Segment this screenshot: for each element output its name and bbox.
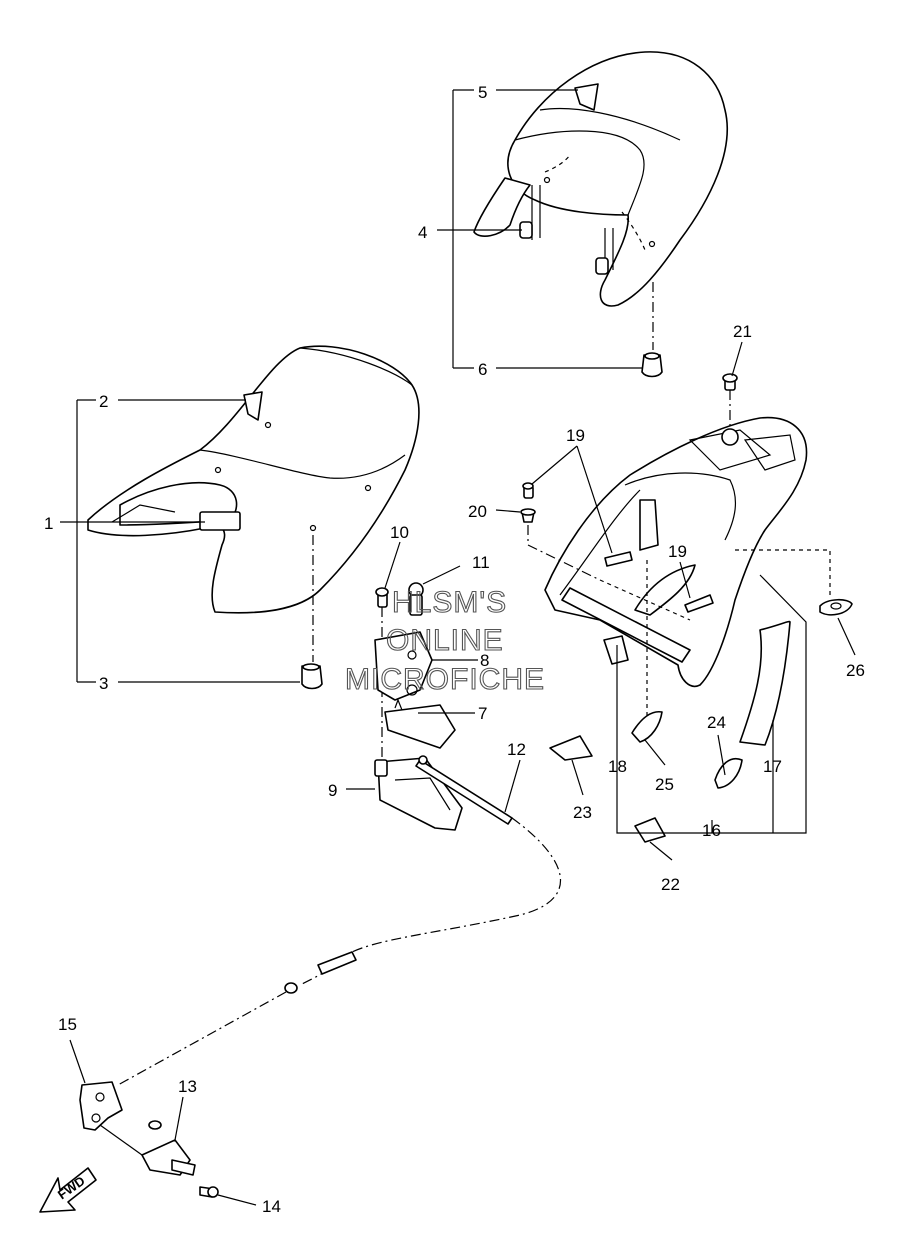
callout-18: 18 (608, 757, 627, 776)
callout-6: 6 (478, 360, 487, 379)
leader-lines (60, 89, 856, 1206)
callout-20: 20 (468, 502, 487, 521)
callout-11: 11 (472, 553, 490, 572)
callout-23: 23 (573, 803, 592, 822)
callout-14: 14 (262, 1197, 281, 1216)
callout-8: 8 (480, 651, 489, 670)
callout-21: 21 (733, 322, 752, 341)
callout-15: 15 (58, 1015, 77, 1034)
callout-10: 10 (390, 523, 409, 542)
callout-19b: 19 (668, 542, 687, 561)
watermark-line-3: MICROFICHE (345, 663, 545, 696)
callout-26: 26 (846, 661, 865, 680)
fwd-arrow-icon: FWD (39, 1167, 97, 1213)
callout-16: 16 (702, 821, 721, 840)
lock-bracket (79, 1081, 219, 1198)
callout-12: 12 (507, 740, 526, 759)
callout-13: 13 (178, 1077, 197, 1096)
rear-seat (473, 51, 729, 378)
callout-25: 25 (655, 775, 674, 794)
callout-5: 5 (478, 83, 487, 102)
callout-17: 17 (763, 757, 782, 776)
seat-lock-assembly (117, 582, 561, 1086)
callout-7: 7 (478, 704, 487, 723)
callout-19a: 19 (566, 426, 585, 445)
callout-24: 24 (707, 713, 726, 732)
callout-1: 1 (44, 514, 53, 533)
watermark-line-2: ONLINE (386, 624, 504, 657)
watermark: HLSM'S ONLINE MICROFICHE (344, 585, 545, 696)
callout-labels: 5 4 6 2 1 3 10 11 8 7 9 12 13 14 15 21 1… (44, 83, 865, 1216)
callout-4: 4 (418, 223, 427, 242)
front-seat (87, 345, 420, 690)
watermark-line-1: HLSM'S (392, 586, 507, 619)
callout-3: 3 (99, 674, 108, 693)
rear-carrier (520, 373, 853, 843)
callout-9: 9 (328, 781, 337, 800)
callout-22: 22 (661, 875, 680, 894)
callout-2: 2 (99, 392, 108, 411)
